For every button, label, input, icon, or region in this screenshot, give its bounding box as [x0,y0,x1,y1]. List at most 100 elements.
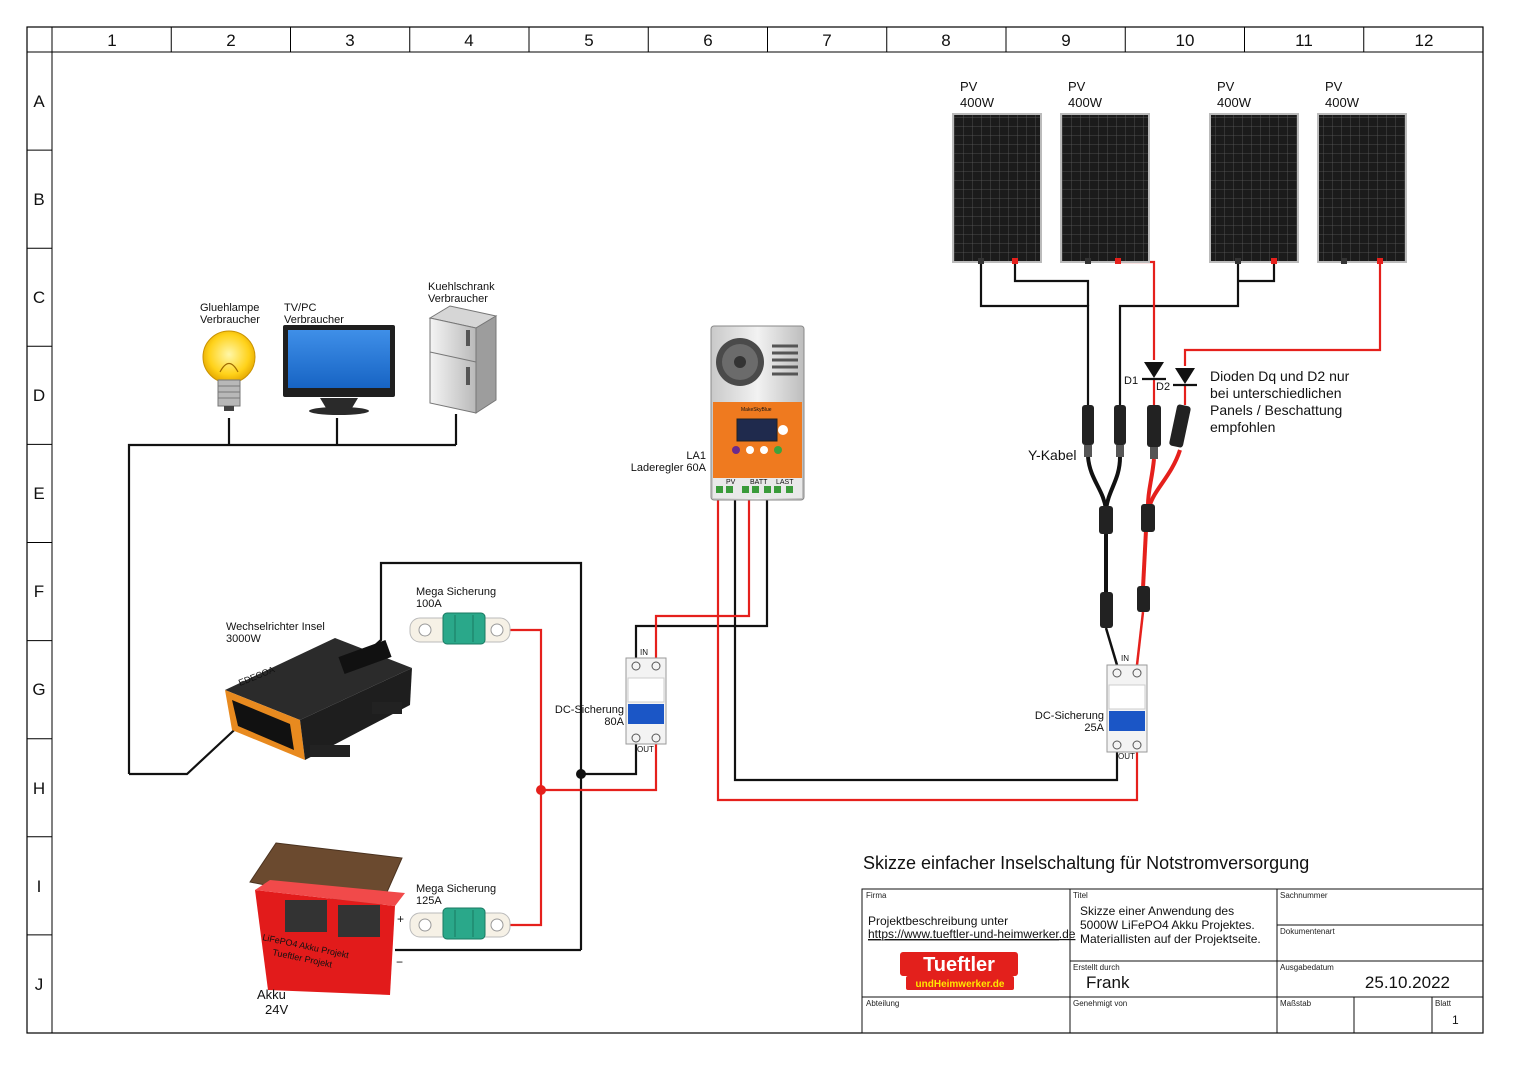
diode-note-line-4: empfohlen [1210,419,1275,435]
mc4-connector-red-1 [1147,405,1161,459]
y-cable-black [1086,456,1122,592]
lamp-type: Verbraucher [200,314,260,326]
grid-col-4: 4 [464,31,473,50]
tb-blatt-label: Blatt [1435,999,1452,1008]
pv-panel-4-type: PV [1325,79,1343,94]
tb-abteilung-label: Abteilung [866,999,899,1008]
mc4-connector-black-3 [1100,592,1113,628]
pv-panel-2-type: PV [1068,79,1086,94]
tb-firma-line-1: Projektbeschreibung unter [868,914,1008,928]
mega-fuse-125 [409,907,511,940]
battery-name: Akku [257,987,286,1002]
tb-titel-line-1: Skizze einer Anwendung des [1080,904,1234,918]
tb-massstab-label: Maßstab [1280,999,1312,1008]
dc-fuse-80-in: IN [640,648,648,657]
tb-blatt-value: 1 [1452,1013,1459,1027]
mega-fuse-100 [409,612,511,645]
grid-col-11: 11 [1295,31,1313,50]
y-cable-black-junction [1099,506,1113,534]
dc-fuse-25-in: IN [1121,654,1129,663]
dc-fuse-80-rating: 80A [604,716,624,728]
mega-fuse-100-rating: 100A [416,598,442,610]
battery-plus: + [397,912,404,926]
dc-fuse-25-rating: 25A [1084,722,1104,734]
battery: LiFePO4 Akku Projekt Tueftler Projekt + … [249,842,405,995]
grid-row-j: J [35,975,44,994]
dc-fuse-80-name: DC-Sicherung [555,704,624,716]
mega-fuse-125-rating: 125A [416,895,442,907]
tueftler-logo: Tueftler undHeimwerker.de [900,952,1018,990]
dc-fuse-25-name: DC-Sicherung [1035,710,1104,722]
tb-sachnummer-label: Sachnummer [1280,891,1328,900]
mega-fuse-100-name: Mega Sicherung [416,586,496,598]
pv-panel-2-power: 400W [1068,95,1103,110]
fridge-name: Kuehlschrank [428,281,495,293]
diode-note-line-2: bei unterschiedlichen [1210,385,1342,401]
tv-monitor [283,325,395,415]
controller-term-last: LAST [776,479,794,486]
pv-panel-2: PV 400W [1060,79,1150,264]
grid-row-i: I [37,877,42,896]
light-bulb [202,330,256,411]
grid-row-a: A [33,92,45,111]
junction-black [576,769,586,779]
inverter-name: Wechselrichter Insel [226,621,325,633]
grid-row-d: D [33,386,45,405]
pv-panel-3-power: 400W [1217,95,1252,110]
controller-brand: MakeSkyBlue [741,407,772,413]
grid-row-f: F [34,582,44,601]
grid-col-3: 3 [345,31,354,50]
fridge [428,305,498,414]
mc4-connector-black-2 [1114,405,1126,457]
tb-firma-link[interactable]: https://www.tueftler-und-heimwerker.de [868,927,1076,941]
title-block [861,888,1484,1034]
pv-panel-1-power: 400W [960,95,995,110]
diode-note-line-1: Dioden Dq und D2 nur [1210,368,1350,384]
y-cable-red-junction [1141,504,1155,532]
grid-col-12: 12 [1415,31,1434,50]
tb-titel-label: Titel [1073,891,1088,900]
pv-panel-3: PV 400W [1209,79,1299,264]
battery-voltage: 24V [265,1002,288,1017]
drawing-frame [26,26,1484,1034]
dc-fuse-25: IN OUT [1106,654,1148,761]
controller-name: Laderegler 60A [631,462,707,474]
junction-red [536,785,546,795]
grid-row-b: B [33,190,44,209]
row-dividers [27,149,52,936]
wires-red [507,260,1382,927]
pv-panel-4: PV 400W [1317,79,1407,264]
tb-firma-label: Firma [866,891,887,900]
column-dividers [170,27,1365,52]
tb-ausgabe-value: 25.10.2022 [1365,973,1450,992]
tb-genehmigt-label: Genehmigt von [1073,999,1127,1008]
tb-erstellt-value: Frank [1086,973,1130,992]
tv-type: Verbraucher [284,314,344,326]
diode-d2: D2 [1156,368,1197,393]
tb-titel-line-3: Materiallisten auf der Projektseite. [1080,932,1261,946]
mc4-connector-red-2 [1169,404,1191,448]
logo-line-2: undHeimwerker.de [916,979,1005,990]
grid-row-g: G [32,680,45,699]
grid-row-e: E [33,484,44,503]
y-cable-label: Y-Kabel [1028,447,1077,463]
mc4-connector-red-3 [1137,586,1150,612]
controller-term-batt: BATT [750,479,768,486]
diode-note: Dioden Dq und D2 nur bei unterschiedlich… [1210,368,1350,435]
diode-d2-label: D2 [1156,381,1170,393]
controller-term-pv: PV [726,479,736,486]
mc4-connector-black-1 [1082,405,1094,457]
charge-controller: MakeSkyBlue PV BATT LAST [710,325,805,501]
pv-panel-4-power: 400W [1325,95,1360,110]
diode-d1: D1 [1124,362,1166,387]
tb-titel-line-2: 5000W LiFePO4 Akku Projektes. [1080,918,1255,932]
grid-row-c: C [33,288,45,307]
mega-fuse-125-name: Mega Sicherung [416,883,496,895]
battery-minus: − [396,955,403,969]
controller-id: LA1 [686,450,706,462]
grid-col-7: 7 [822,31,831,50]
grid-col-5: 5 [584,31,593,50]
diode-note-line-3: Panels / Beschattung [1210,402,1342,418]
dc-fuse-80: IN OUT [625,648,667,754]
